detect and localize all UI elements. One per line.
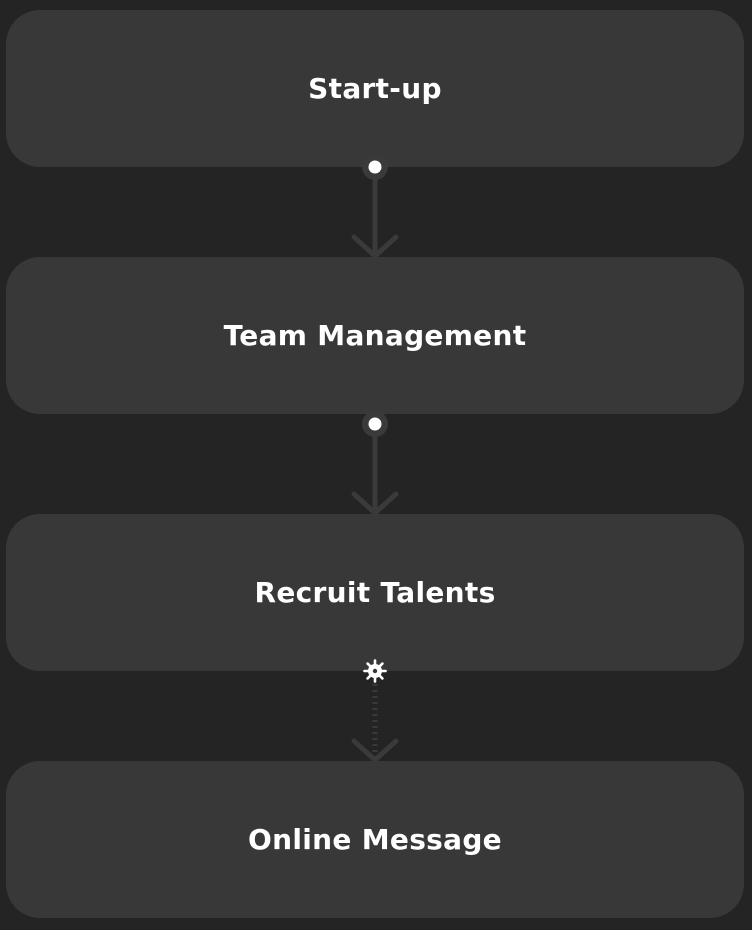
arrowhead-icon (351, 234, 399, 259)
node-label-recruit-talents: Recruit Talents (254, 576, 496, 609)
node-label-start-up: Start-up (308, 72, 442, 105)
node-label-team-management: Team Management (223, 319, 527, 352)
edge-start-up-to-team-management (351, 154, 399, 259)
arrowhead-icon (351, 491, 399, 516)
arrowhead-icon (351, 738, 399, 763)
node-online-message[interactable]: Online Message (6, 761, 744, 918)
node-start-up[interactable]: Start-up (6, 10, 744, 167)
edge-recruit-talents-to-online-message (351, 659, 399, 763)
node-team-management[interactable]: Team Management (6, 257, 744, 414)
dot-icon (368, 417, 382, 431)
edge-team-management-to-recruit-talents (351, 411, 399, 516)
node-label-online-message: Online Message (248, 823, 502, 856)
dot-icon-halo (362, 411, 388, 437)
node-recruit-talents[interactable]: Recruit Talents (6, 514, 744, 671)
